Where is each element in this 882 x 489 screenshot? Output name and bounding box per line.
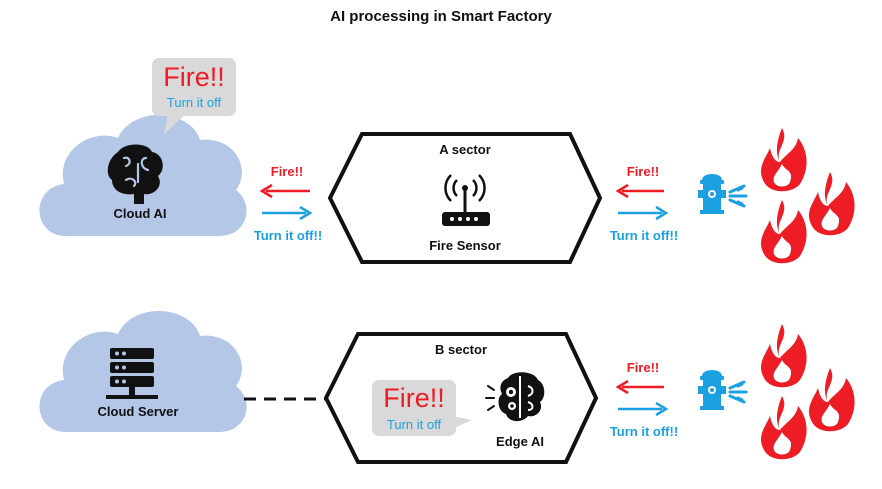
cloud-ai-label: Cloud AI: [113, 206, 167, 221]
bottom-right-arrows: [615, 379, 669, 417]
b-sector-label: B sector: [434, 342, 488, 357]
top-right-arrows: [615, 183, 669, 221]
cloud-server-label: Cloud Server: [97, 404, 179, 419]
top-left-arrows: [259, 183, 313, 221]
hydrant-icon: [696, 172, 748, 216]
edge-ai-label: Edge AI: [496, 434, 544, 449]
flame-icon: [760, 324, 807, 388]
diagram-title: AI processing in Smart Factory: [330, 8, 552, 25]
router-icon: [442, 174, 490, 226]
flame-icon: [760, 128, 807, 192]
cloud-ai-speech-bubble: [152, 58, 236, 134]
bottom-right-off-label: Turn it off!!: [609, 424, 679, 439]
edge-ai-speech-bubble: [372, 380, 472, 436]
top-left-fire-label: Fire!!: [270, 164, 304, 179]
flame-icon: [760, 396, 807, 460]
server-icon: [106, 348, 158, 399]
a-sector-label: A sector: [439, 142, 491, 157]
top-right-off-label: Turn it off!!: [609, 228, 679, 243]
flame-icon: [808, 368, 855, 432]
top-left-off-label: Turn it off!!: [253, 228, 323, 243]
edge-ai-bubble-fire: Fire!!: [383, 383, 445, 413]
hydrant-icon: [696, 368, 748, 412]
edge-ai-bubble-off: Turn it off: [386, 417, 442, 432]
bottom-right-fire-label: Fire!!: [626, 360, 660, 375]
brain-icon: [107, 144, 163, 204]
top-right-fire-label: Fire!!: [626, 164, 660, 179]
cloud-ai-bubble-off: Turn it off: [166, 95, 222, 110]
fire-sensor-label: Fire Sensor: [429, 238, 501, 253]
flame-icon: [808, 172, 855, 236]
flame-icon: [760, 200, 807, 264]
edge-brain-icon: [485, 372, 545, 422]
cloud-ai-bubble-fire: Fire!!: [163, 62, 225, 92]
